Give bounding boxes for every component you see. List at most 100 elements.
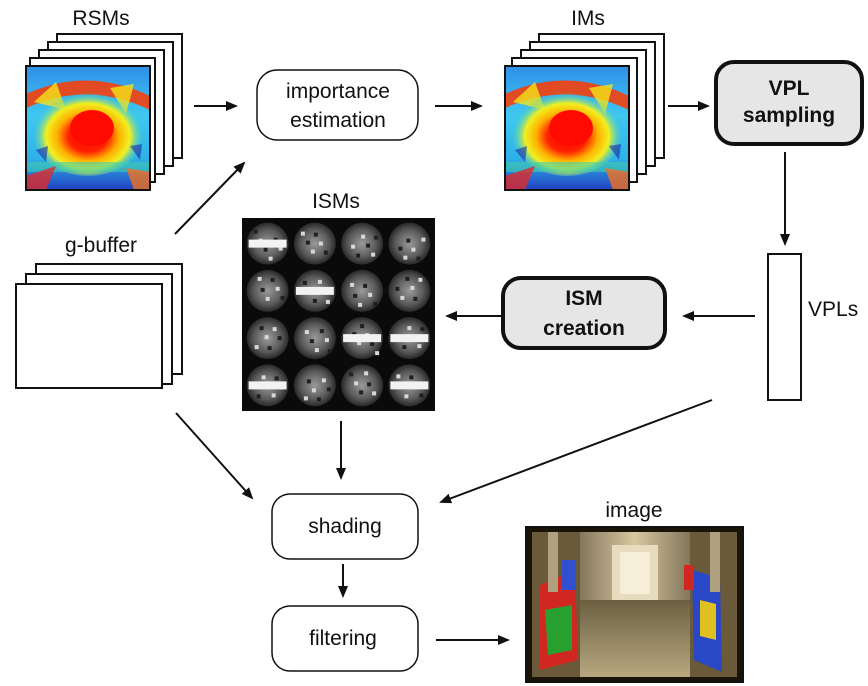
ism-tile-speckle (312, 298, 317, 303)
ism-tile-speckle (260, 287, 265, 292)
vpl-sampling-line2: sampling (743, 104, 835, 127)
ism-tile-speckle (327, 349, 332, 354)
ism-tile (293, 364, 336, 407)
ism-tile-speckle (360, 324, 365, 329)
ism-tile-speckle (306, 379, 311, 384)
filtering-node: filtering (271, 605, 419, 672)
ism-tile-speckle (395, 286, 400, 291)
ism-tile-speckle (309, 339, 314, 344)
ism-tile (388, 222, 431, 265)
shading-label: shading (308, 515, 382, 538)
ism-tile-speckle (325, 299, 330, 304)
ism-tile-speckle (396, 374, 401, 379)
ism-tile-speckle (406, 238, 411, 243)
ism-tile-speckle (371, 252, 376, 257)
ism-tile-speckle (313, 232, 318, 237)
ism-tile-speckle (375, 351, 380, 356)
ism-tile-speckle (265, 296, 270, 301)
ism-tile (293, 317, 336, 360)
im-heatmap-image (504, 65, 630, 191)
ism-tile-speckle (418, 277, 423, 282)
ism-tile-speckle (261, 375, 266, 380)
ism-tile-speckle (363, 283, 368, 288)
ism-tile-speckle (372, 391, 377, 396)
ism-tile-speckle (403, 255, 408, 260)
ism-tile-speckle (318, 241, 323, 246)
shading-node: shading (271, 493, 419, 560)
ism-tile-speckle (303, 396, 308, 401)
ism-creation-line2: creation (543, 317, 625, 340)
ism-tile-band (343, 334, 382, 343)
ism-tile-speckle (305, 240, 310, 245)
importance-estimation-node: importance estimation (256, 69, 419, 141)
ism-tile-speckle (416, 256, 421, 261)
ism-tile-speckle (254, 345, 259, 350)
ism-tile-speckle (270, 277, 275, 282)
ism-tile-speckle (263, 247, 268, 252)
ism-tile-band (390, 334, 429, 343)
ism-tile (341, 269, 384, 312)
ism-tile (246, 269, 289, 312)
ism-tile-speckle (419, 393, 424, 398)
gbuffer-sheet-front (15, 283, 163, 389)
ism-tile-speckle (364, 371, 369, 376)
ism-tile-speckle (316, 397, 321, 402)
ism-tile-speckle (359, 390, 364, 395)
ism-tile-speckle (275, 286, 280, 291)
ism-tile-speckle (311, 388, 316, 393)
importance-estimation-line2: estimation (290, 109, 386, 132)
ism-tile-speckle (353, 293, 358, 298)
ism-tile-speckle (370, 342, 375, 347)
ism-tile-speckle (417, 344, 422, 349)
ism-tile-band (295, 286, 334, 295)
arrow-gbuffer-to-importance (174, 161, 246, 235)
ism-tile (388, 269, 431, 312)
ism-tile-speckle (405, 276, 410, 281)
ism-tile-speckle (349, 372, 354, 377)
label-isms: ISMs (312, 190, 360, 213)
rsms-stack (25, 33, 183, 191)
label-rsms: RSMs (72, 7, 129, 30)
ism-tile-speckle (398, 246, 403, 251)
gbuffer-stack (15, 263, 183, 389)
ism-tile-speckle (323, 250, 328, 255)
ism-tile-speckle (421, 237, 426, 242)
ism-tile (293, 222, 336, 265)
ism-tile-speckle (410, 285, 415, 290)
ism-tile-speckle (407, 326, 412, 331)
ism-tile-speckle (413, 296, 418, 301)
ism-tile-speckle (420, 327, 425, 332)
ism-tile-speckle (310, 249, 315, 254)
ism-tile-speckle (271, 393, 276, 398)
ism-tile-band (390, 381, 429, 390)
filtering-label: filtering (309, 627, 377, 650)
ism-tile-speckle (404, 394, 409, 399)
ism-tile-speckle (272, 327, 277, 332)
ism-tile-band (248, 381, 287, 390)
ism-tile-speckle (264, 335, 269, 340)
ism-tile-speckle (350, 282, 355, 287)
arrows (174, 101, 790, 645)
label-gbuffer: g-buffer (65, 234, 137, 257)
ism-tile-speckle (411, 247, 416, 252)
ims-stack (504, 33, 665, 191)
ism-tile-band (248, 239, 287, 248)
rsm-heatmap-image (25, 65, 151, 191)
ism-tile-speckle (300, 231, 305, 236)
ism-tile-speckle (326, 387, 331, 392)
ism-tile-speckle (354, 381, 359, 386)
vpl-sampling-node: VPL sampling (714, 60, 864, 146)
ism-tile-speckle (400, 295, 405, 300)
label-ims: IMs (571, 7, 605, 30)
arrow-vpls-to-shading (439, 399, 713, 504)
vpls-buffer (767, 253, 802, 401)
ism-creation-node: ISM creation (501, 276, 667, 350)
ism-tile-speckle (256, 394, 261, 399)
isms-grid-image (242, 218, 435, 411)
label-vpls: VPLs (808, 298, 858, 321)
ism-tile-speckle (361, 234, 366, 239)
ism-tile-speckle (304, 330, 309, 335)
arrow-gbuffer-to-shading (175, 412, 254, 500)
